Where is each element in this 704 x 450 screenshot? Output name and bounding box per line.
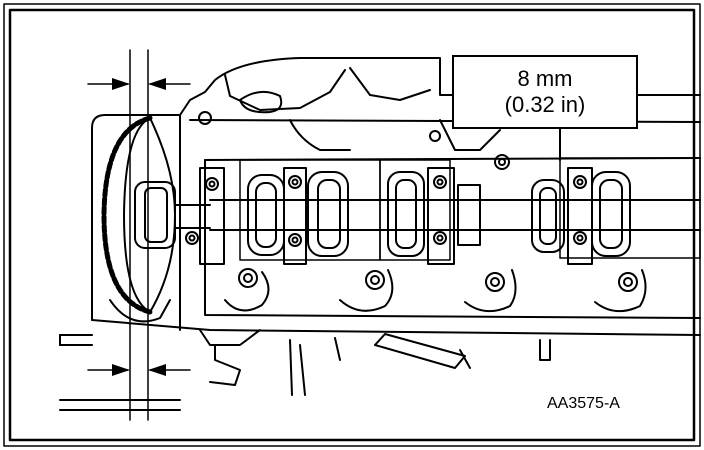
lower-block	[59, 334, 181, 411]
camshaft	[199, 157, 701, 265]
timing-chain	[101, 115, 176, 315]
lower-ports	[209, 269, 647, 396]
dimension-callout: 8 mm (0.32 in)	[452, 55, 638, 129]
dimension-imperial: (0.32 in)	[504, 92, 586, 117]
dimension-lines	[87, 49, 191, 421]
bolts	[185, 111, 638, 292]
figure-id: AA3575-A	[545, 395, 622, 413]
camshaft-sprocket	[134, 181, 211, 249]
inner-border	[8, 8, 696, 442]
dimension-arrows	[112, 78, 166, 376]
dimension-metric: 8 mm	[517, 66, 573, 91]
